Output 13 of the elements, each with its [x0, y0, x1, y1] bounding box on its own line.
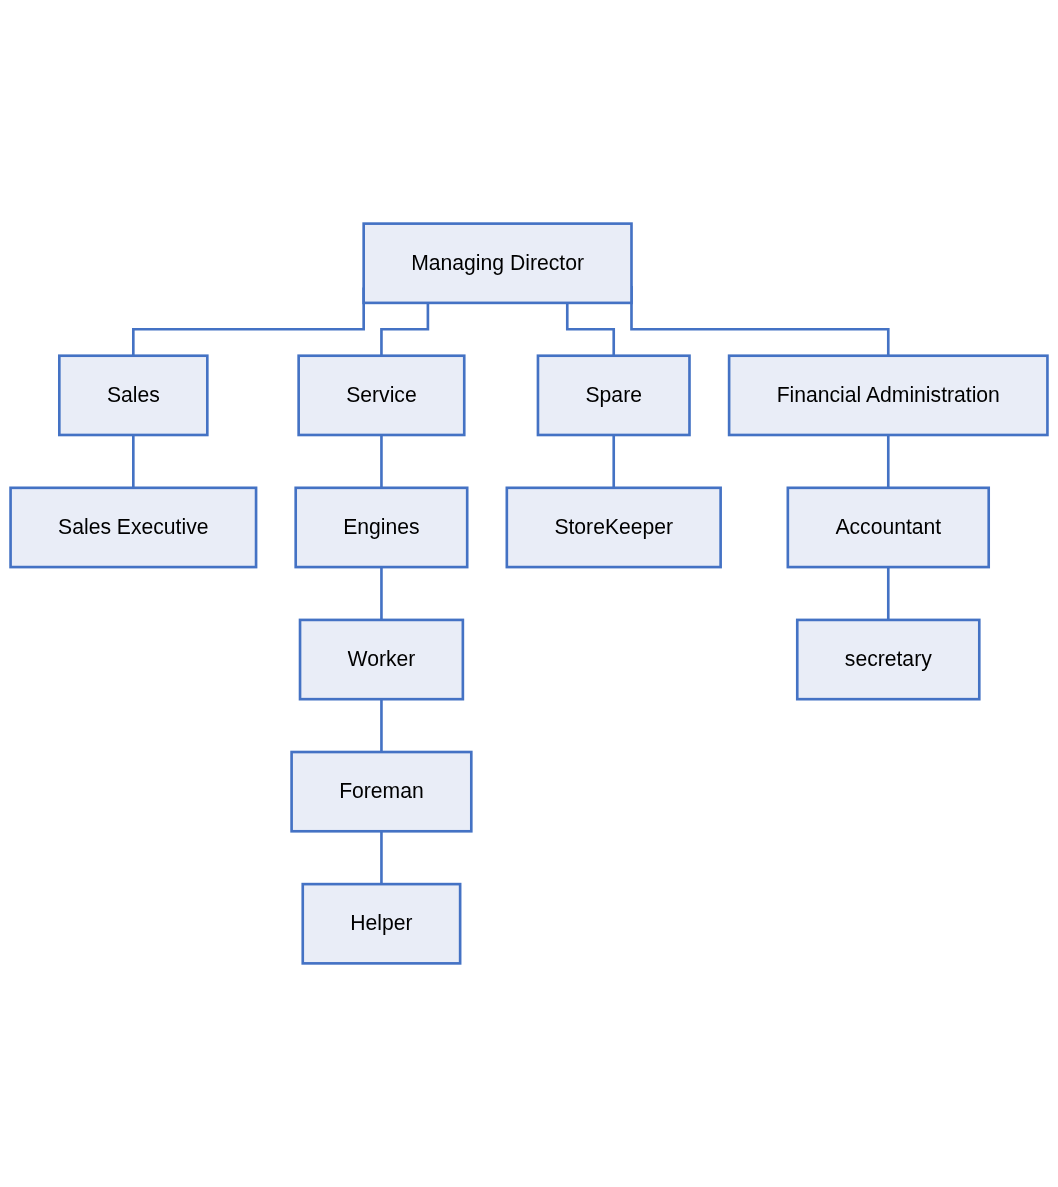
node-box: Financial Administration [727, 354, 1049, 437]
node-box: Worker [298, 618, 465, 701]
node-box: Service [297, 354, 466, 437]
node-box: Engines [294, 486, 469, 569]
node-box: Sales [58, 354, 209, 437]
node-box: secretary [795, 618, 981, 701]
node-box: Foreman [290, 750, 473, 833]
node-box: StoreKeeper [505, 486, 722, 569]
node-box: Spare [536, 354, 691, 437]
node-box: Helper [301, 882, 462, 965]
node-box: Sales Executive [9, 486, 258, 569]
node-box: Managing Director [362, 222, 633, 305]
node-box: Accountant [786, 486, 991, 569]
